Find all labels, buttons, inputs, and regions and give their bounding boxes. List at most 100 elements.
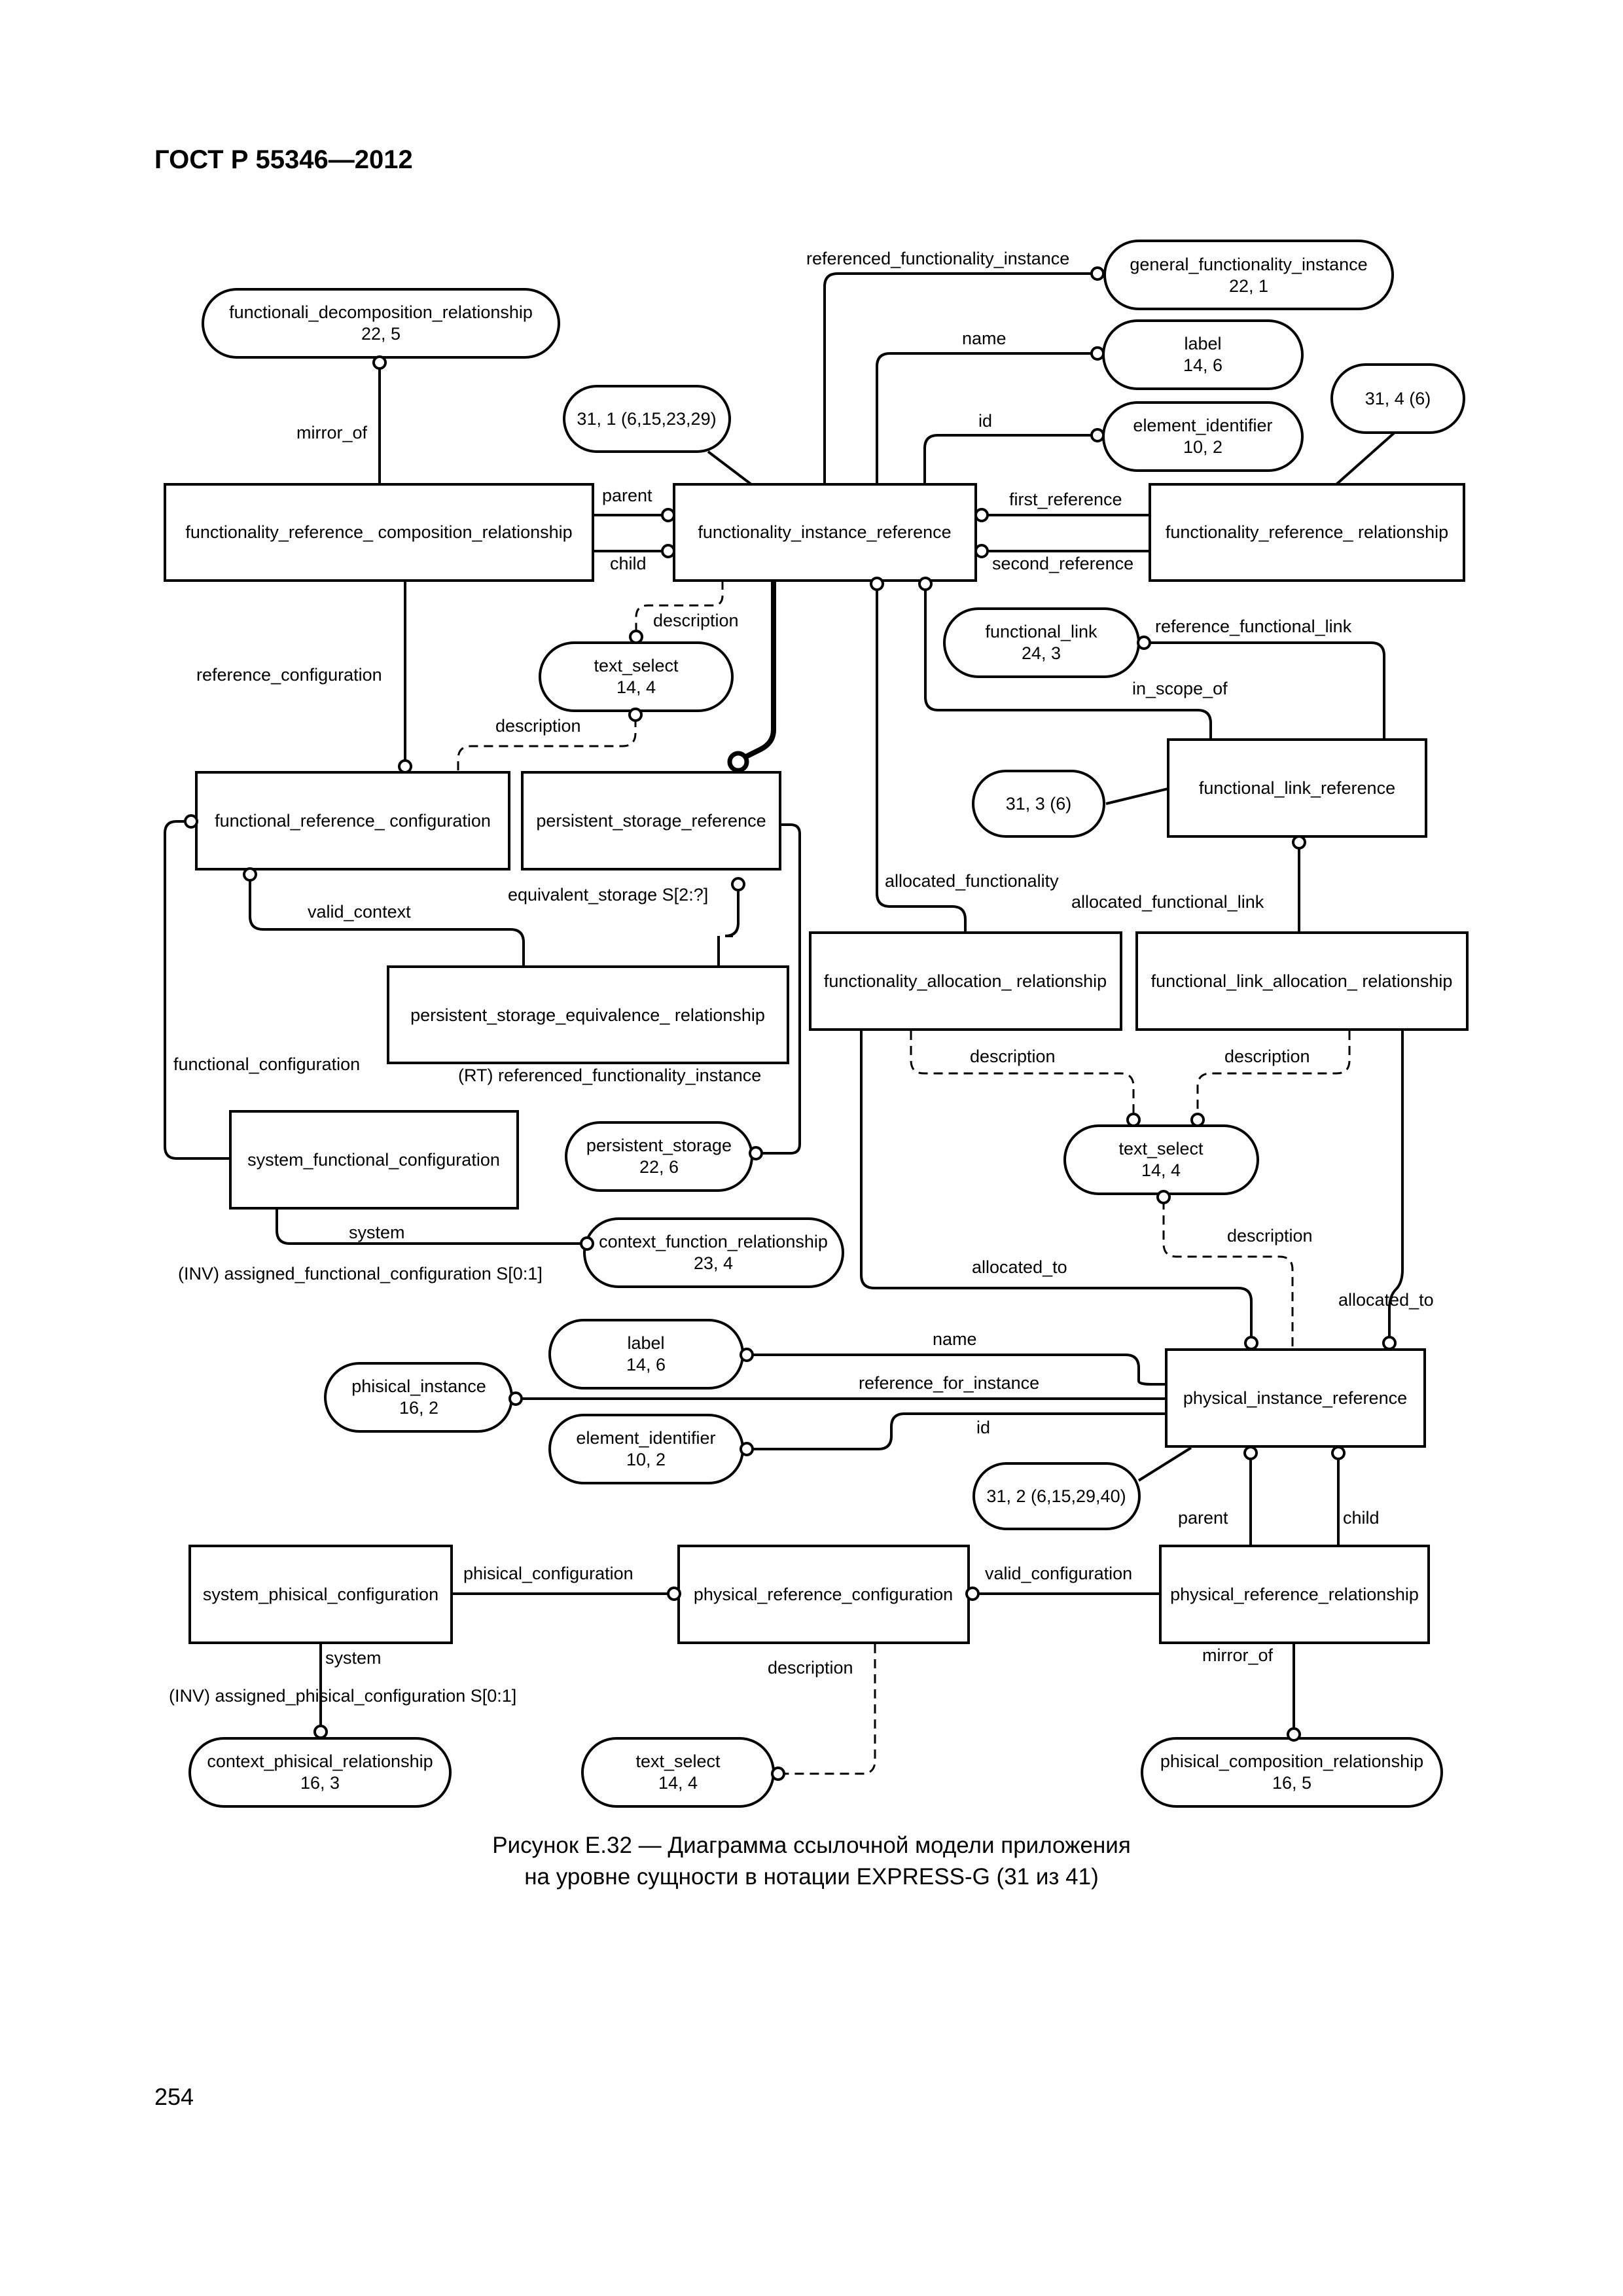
reference-label: 14, 6 <box>626 1355 666 1374</box>
ref-label-bottom <box>548 1319 744 1390</box>
dashed-description-2 <box>457 718 637 772</box>
entity-persistent-storage-reference <box>521 771 781 870</box>
reference-label: phisical_composition_relationship <box>1160 1751 1423 1771</box>
reference-label: 31, 1 (6,15,23,29) <box>577 409 716 429</box>
entity-system-phisical-configuration <box>188 1545 453 1644</box>
circle-text-select-mid-left <box>1126 1113 1141 1127</box>
line-id-bottom <box>751 1412 1166 1450</box>
entity-functional-link-reference <box>1167 738 1427 838</box>
reference-label: 22, 5 <box>361 324 401 344</box>
attribute-label: allocated_functionality <box>885 871 1059 891</box>
circle-text-select-bottom <box>771 1767 785 1781</box>
entity-label: physical_instance_reference <box>1183 1388 1407 1408</box>
circle-general-functionality-instance <box>1090 266 1105 281</box>
circle-valid-context <box>243 867 257 882</box>
attribute-label: name <box>962 329 1007 348</box>
ref-general-functionality-instance <box>1103 240 1394 310</box>
circle-parent-top <box>661 508 675 522</box>
line-in-scope-of <box>924 587 1212 740</box>
attribute-label: mirror_of <box>296 423 368 442</box>
ref-label-top <box>1102 319 1304 390</box>
attribute-label: mirror_of <box>1202 1645 1274 1665</box>
entity-label: functional_link_allocation_ relationship <box>1151 971 1453 991</box>
circle-equivalent-storage <box>731 877 745 891</box>
entity-physical-instance-reference <box>1165 1348 1426 1448</box>
circle-text-select-mid-right <box>1190 1113 1205 1127</box>
attribute-label: description <box>1224 1047 1310 1066</box>
dashed-connections <box>457 581 1351 1775</box>
ref-phisical-composition-relationship <box>1141 1737 1443 1808</box>
circle-first-reference <box>974 508 989 522</box>
entity-label: functionality_reference_ composition_rel… <box>185 522 572 542</box>
circle-phisical-configuration <box>667 1587 681 1601</box>
attribute-label: system <box>325 1648 382 1668</box>
entity-label: persistent_storage_reference <box>536 811 766 831</box>
reference-label: 16, 5 <box>1272 1773 1311 1793</box>
reference-label: 24, 3 <box>1022 643 1061 663</box>
circle-label-bottom <box>740 1348 754 1362</box>
reference-label: 14, 4 <box>1141 1160 1181 1180</box>
line-page-ref-31-1 <box>707 450 753 486</box>
ref-functionali-decomposition-relationship <box>202 288 560 359</box>
attribute-labels: referenced_functionality_instance name i… <box>169 249 1434 1706</box>
reference-label: element_identifier <box>1133 416 1272 435</box>
entity-label: physical_reference_configuration <box>694 1585 953 1604</box>
entity-label: functionality_allocation_ relationship <box>824 971 1107 991</box>
entity-physical-reference-relationship <box>1159 1545 1430 1644</box>
circle-allocated-functionality <box>870 577 884 591</box>
attribute-label: id <box>978 411 992 431</box>
circle-context-phisical-relationship <box>313 1725 328 1739</box>
reference-label: 14, 4 <box>616 677 656 697</box>
line-functional-configuration <box>164 820 230 1160</box>
reference-label: general_functionality_instance <box>1130 255 1367 274</box>
entity-label: system_functional_configuration <box>247 1150 500 1170</box>
entity-label: functional_link_reference <box>1199 778 1395 798</box>
attribute-label: referenced_functionality_instance <box>806 249 1069 268</box>
ref-persistent-storage <box>565 1121 753 1192</box>
attribute-label: reference_functional_link <box>1155 617 1352 636</box>
reference-label: 16, 2 <box>399 1398 438 1418</box>
ref-phisical-instance <box>324 1362 513 1433</box>
line-allocated-to-left <box>860 1031 1253 1338</box>
reference-label: 22, 1 <box>1229 276 1268 296</box>
attribute-label: child <box>610 554 647 573</box>
ref-text-select-mid <box>1063 1124 1259 1195</box>
reference-label: 23, 4 <box>694 1253 733 1273</box>
reference-label: 22, 6 <box>639 1157 679 1177</box>
reference-label: text_select <box>594 656 679 675</box>
reference-labels: general_functionality_instance 22, 1 fun… <box>207 255 1431 1793</box>
line-equivalent-storage <box>717 888 740 967</box>
attribute-label: reference_configuration <box>196 665 382 685</box>
attribute-label: description <box>495 716 581 736</box>
circle-thick-subtype <box>727 751 749 773</box>
circle-parent-bottom <box>1243 1446 1258 1460</box>
ref-context-phisical-relationship <box>188 1737 452 1808</box>
entity-functionality-allocation-relationship <box>809 931 1122 1031</box>
line-name-bottom <box>751 1354 1166 1386</box>
line-page-ref-31-4 <box>1335 431 1397 486</box>
circle-valid-configuration <box>965 1587 980 1601</box>
line-thick-subtype <box>740 581 776 762</box>
entity-label: functional_reference_ configuration <box>215 811 491 831</box>
circle-phisical-instance <box>508 1391 523 1406</box>
reference-label: 31, 4 (6) <box>1365 389 1431 408</box>
relationship-circles <box>184 266 1397 1781</box>
circle-second-reference <box>974 544 989 558</box>
connections <box>164 272 1404 1731</box>
reference-label: functional_link <box>985 622 1097 641</box>
circle-text-select-top-bottom <box>628 708 643 722</box>
ref-page-31-1 <box>563 385 731 453</box>
circle-child-top <box>661 544 675 558</box>
line-allocated-to-right <box>1388 1031 1404 1338</box>
page-number: 254 <box>154 2083 194 2110</box>
circle-functional-link <box>1137 636 1151 650</box>
attribute-label: first_reference <box>1009 490 1122 509</box>
line-name-top <box>876 352 1094 484</box>
reference-label: text_select <box>635 1751 721 1771</box>
entity-functionality-reference-composition-relationship <box>164 483 594 582</box>
reference-label: element_identifier <box>576 1428 715 1448</box>
ref-element-identifier-top <box>1102 401 1304 472</box>
reference-label: 14, 6 <box>1183 355 1222 375</box>
entity-functional-link-allocation-relationship <box>1135 931 1469 1031</box>
